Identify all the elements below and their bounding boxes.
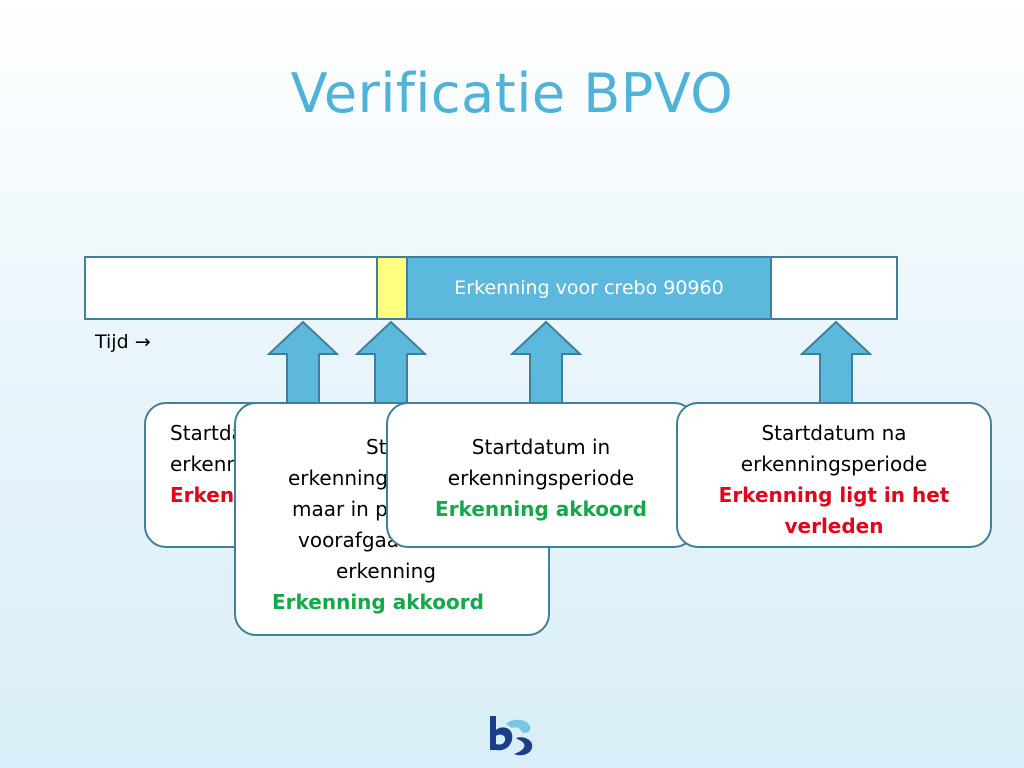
- box-text-line: erkenning: [336, 559, 436, 583]
- up-arrow-icon: [800, 320, 872, 409]
- box-text-line: Startdatum in: [471, 435, 611, 459]
- box-status: Erkenning akkoord: [272, 590, 484, 614]
- slide-title: Verificatie BPVO: [290, 62, 734, 125]
- box-text-line: erkenningsperiode: [447, 466, 635, 490]
- box-text-line: Startdatum na: [761, 421, 907, 445]
- case-box-in-period: Startdatum in erkenningsperiode Erkennin…: [386, 402, 696, 548]
- box-status: Erkenning akkoord: [435, 497, 647, 521]
- box-status: Erkenning ligt in het: [718, 483, 950, 507]
- timeline-segment-label: Erkenning voor crebo 90960: [454, 277, 724, 299]
- case-box-after-period: Startdatum na erkenningsperiode Erkennin…: [676, 402, 992, 548]
- timeline-bar: Erkenning voor crebo 90960: [84, 256, 898, 320]
- box-status: verleden: [784, 514, 884, 538]
- time-axis-label: Tijd →: [95, 331, 151, 353]
- timeline-preceding-segment: [376, 258, 408, 318]
- up-arrow-icon: [355, 320, 427, 409]
- up-arrow-icon: [510, 320, 582, 409]
- sbb-logo-icon: [490, 716, 533, 756]
- timeline-recognition-segment: Erkenning voor crebo 90960: [408, 258, 772, 318]
- up-arrow-icon: [267, 320, 339, 409]
- box-text-line: erkenningsperiode: [740, 452, 928, 476]
- right-arrow-icon: →: [134, 331, 151, 353]
- time-label: Tijd: [95, 331, 129, 353]
